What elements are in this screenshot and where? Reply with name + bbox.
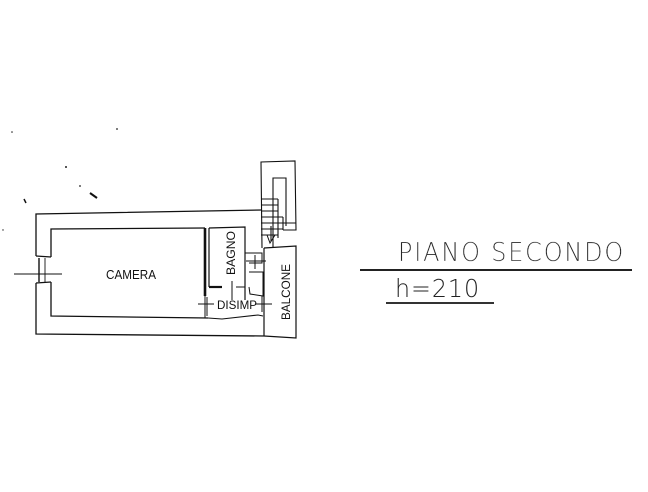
floor-title: PIANO SECONDO: [398, 238, 626, 268]
scan-specks: [2, 128, 118, 231]
room-label-bagno: BAGNO: [224, 231, 238, 275]
interior-walls: [198, 226, 272, 320]
balcone-outline: [263, 245, 297, 339]
room-label-balcone: BALCONE: [279, 264, 293, 320]
height-underline: [386, 302, 494, 304]
outer-walls: [35, 209, 265, 337]
staircase: [260, 160, 297, 249]
window-left: [14, 255, 62, 284]
floor-title-underline: [360, 269, 632, 271]
room-label-camera: CAMERA: [106, 267, 156, 282]
room-label-disimp: DISIMP: [217, 300, 257, 312]
ceiling-height-label: h=210: [395, 274, 481, 303]
